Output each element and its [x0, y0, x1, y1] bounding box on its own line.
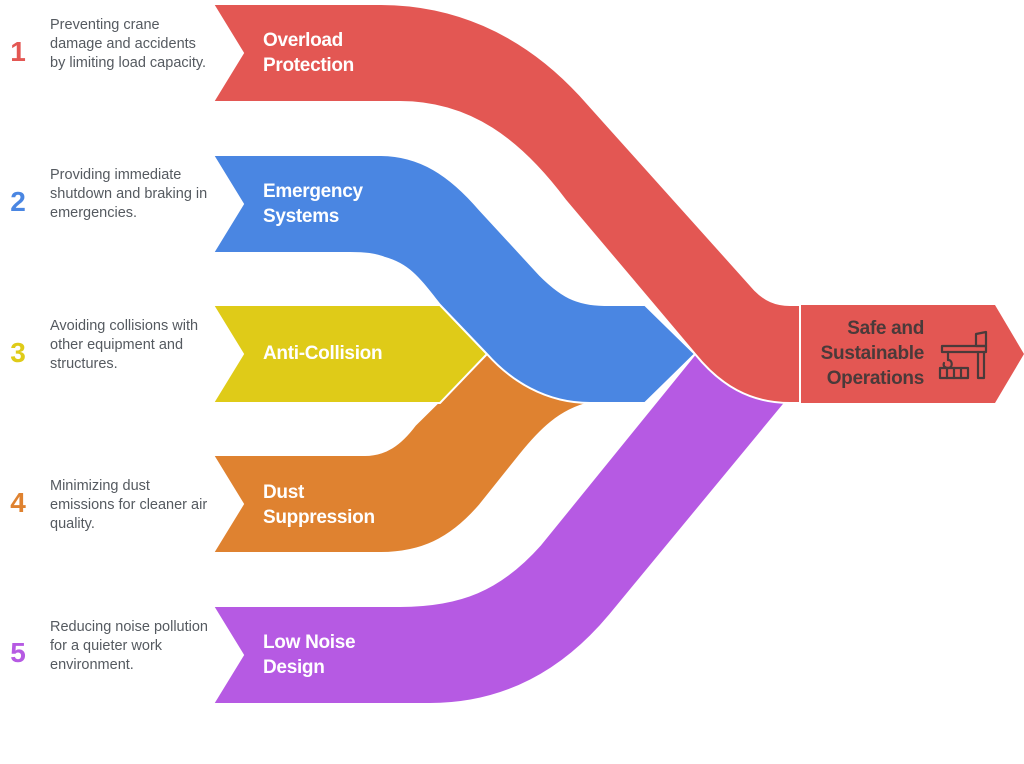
label-dust-suppression: Dust Suppression	[263, 480, 375, 530]
label-line: Protection	[263, 55, 354, 76]
label-line: Dust	[263, 482, 305, 503]
output-line: Sustainable	[820, 343, 925, 364]
label-anti-collision: Anti-Collision	[263, 341, 383, 366]
band-low-noise	[211, 352, 787, 705]
output-line: Safe and	[847, 318, 924, 339]
step-number-1: 1	[10, 36, 26, 67]
label-line: Overload	[263, 30, 343, 51]
step-number-4: 4	[10, 487, 26, 518]
label-line: Anti-Collision	[263, 343, 383, 364]
label-low-noise-design: Low Noise Design	[263, 630, 356, 680]
band-dust	[211, 352, 591, 554]
label-overload-protection: Overload Protection	[263, 28, 354, 78]
description-1: Preventing crane damage and accidents by…	[50, 17, 207, 71]
label-line: Systems	[263, 206, 340, 227]
step-number-5: 5	[10, 637, 26, 668]
label-line: Suppression	[263, 507, 375, 528]
description-4: Minimizing dust emissions for cleaner ai…	[50, 478, 208, 532]
step-number-3: 3	[10, 337, 26, 368]
description-3: Avoiding collisions with other equipment…	[50, 318, 199, 372]
band-emergency	[211, 154, 697, 404]
label-line: Design	[263, 657, 325, 678]
output-line: Operations	[826, 368, 925, 389]
label-line: Emergency	[263, 181, 363, 202]
description-5: Reducing noise pollution for a quieter w…	[50, 619, 208, 673]
description-2: Providing immediate shutdown and braking…	[50, 167, 208, 221]
label-line: Low Noise	[263, 632, 356, 653]
label-emergency-systems: Emergency Systems	[263, 179, 363, 229]
crane-icon	[938, 330, 988, 380]
band-overload	[211, 3, 801, 404]
step-number-2: 2	[10, 186, 26, 217]
output-label: Safe and Sustainable Operations	[764, 316, 925, 391]
